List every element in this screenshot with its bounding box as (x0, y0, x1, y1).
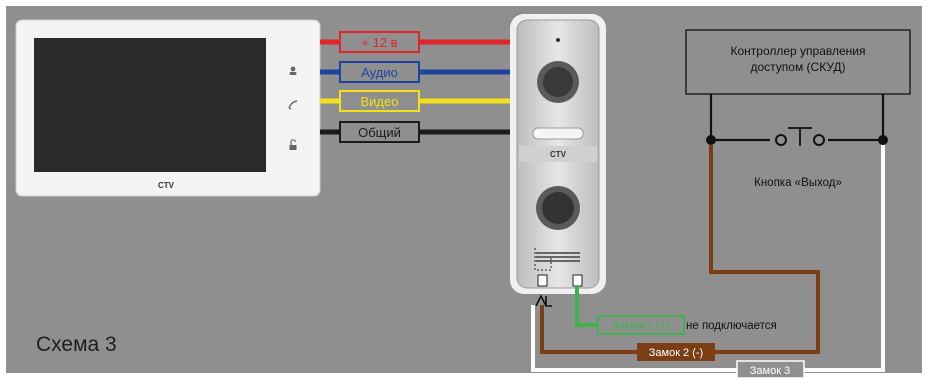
panel-indicator-dot (556, 38, 560, 42)
button-contact-left (775, 134, 787, 146)
exit-button-label: Кнопка «Выход» (754, 177, 842, 189)
lock-wires (531, 145, 885, 372)
lock-2-label-box: Замок 2 (-) (637, 343, 715, 361)
wire-label-box-1: Аудио (339, 61, 420, 83)
relay-contact-symbol (535, 294, 552, 307)
exit-button-circuit (709, 94, 885, 146)
indoor-monitor: CTV (15, 19, 321, 197)
wire-label-box-2: Видео (339, 90, 420, 112)
terminal-left (537, 274, 548, 287)
lock-1-label: Замок 1 (+) (612, 320, 669, 332)
user-icon (289, 66, 297, 75)
scheme-title: Схема 3 (36, 333, 117, 356)
name-plate (532, 127, 584, 140)
lock-2-label: Замок 2 (-) (649, 347, 703, 359)
monitor-screen (34, 38, 266, 172)
unlock-icon (289, 139, 297, 150)
access-controller: Контроллер управления доступом (СКУД) (685, 29, 911, 95)
wire-label-3: Общий (358, 125, 401, 140)
wire-label-0: + 12 в (361, 35, 397, 50)
speaker-grille (536, 252, 580, 262)
not-connected-note: не подключается (686, 320, 777, 332)
wire-label-box-3: Общий (339, 121, 420, 143)
controller-label-line2: доступом (СКУД) (750, 60, 845, 74)
lock-1-label-box: Замок 1 (+) (597, 315, 685, 335)
button-contact-right (813, 134, 825, 146)
phone-icon (288, 100, 298, 110)
wire-label-2: Видео (361, 94, 399, 109)
junction-left (706, 135, 716, 145)
panel-brand-logo: CTV (550, 150, 567, 159)
wire-label-box-0: + 12 в (339, 31, 420, 53)
lock-3-label-box: Замок 3 (736, 360, 805, 379)
monitor-brand-logo: CTV (158, 181, 175, 190)
junction-right (878, 135, 888, 145)
controller-label-line1: Контроллер управления (730, 44, 865, 58)
wire-label-1: Аудио (361, 65, 398, 80)
outdoor-call-panel: CTV (510, 14, 606, 307)
terminal-right (572, 274, 583, 287)
lock-3-label: Замок 3 (750, 365, 790, 377)
